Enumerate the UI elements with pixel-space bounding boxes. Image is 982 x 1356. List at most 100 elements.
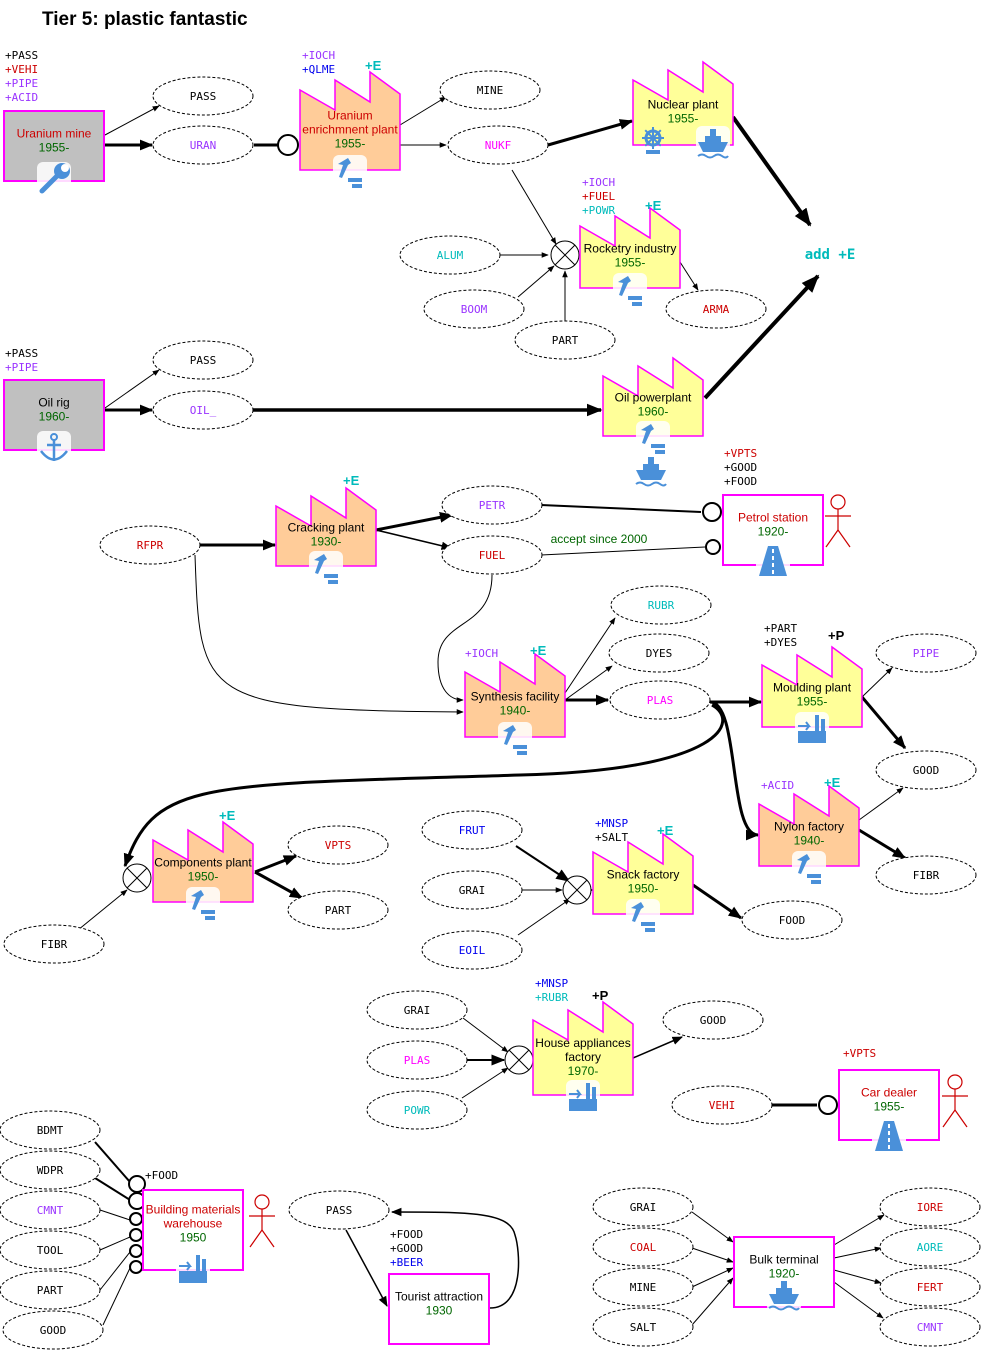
cargo-petr[interactable]: PETR (441, 485, 543, 525)
cargo-ellipse (875, 633, 977, 673)
cargo-eoil[interactable]: EOIL (421, 930, 523, 970)
industry-shape (299, 70, 401, 171)
cargo-grai[interactable]: GRAI (366, 990, 468, 1030)
cargo-iore[interactable]: IORE (879, 1187, 981, 1227)
cargo-fibr[interactable]: FIBR (875, 855, 977, 895)
cargo-plas[interactable]: PLAS (609, 680, 711, 720)
cargo-label: PASS (190, 90, 217, 103)
cargo-coal[interactable]: COAL (592, 1227, 694, 1267)
cargo-fert[interactable]: FERT (879, 1267, 981, 1307)
cargo-pipe[interactable]: PIPE (875, 633, 977, 673)
cargo-fibr[interactable]: FIBR (3, 924, 105, 964)
cargo-alum[interactable]: ALUM (399, 235, 501, 275)
cargo-tool[interactable]: TOOL (0, 1230, 101, 1270)
cargo-grai[interactable]: GRAI (421, 870, 523, 910)
cargo-vpts[interactable]: VPTS (287, 825, 389, 865)
cargo-label: GRAI (630, 1201, 657, 1214)
cargo-good[interactable]: GOOD (2, 1310, 104, 1350)
cargo-powr[interactable]: POWR (366, 1090, 468, 1130)
cargo-good[interactable]: GOOD (662, 1000, 764, 1040)
cargo-ellipse (421, 810, 523, 850)
modifier-label: +SALT (595, 831, 628, 844)
warehouse-accept-connector (129, 1260, 143, 1274)
warehouse-accept-connector (129, 1228, 143, 1242)
cargo-cmnt[interactable]: CMNT (0, 1190, 101, 1230)
cargo-arma[interactable]: ARMA (665, 289, 767, 329)
modifier-label: +VPTS (843, 1047, 876, 1060)
cargo-part[interactable]: PART (0, 1270, 101, 1310)
ship-icon (635, 457, 667, 487)
cargo-ellipse (447, 125, 549, 165)
flow-arrow (540, 504, 702, 513)
cargo-fuel[interactable]: FUEL (441, 535, 543, 575)
cargo-ellipse (152, 125, 254, 165)
cargo-ellipse (610, 585, 712, 625)
cargo-food[interactable]: FOOD (741, 900, 843, 940)
hammer-icon (503, 725, 527, 755)
cargo-label: BOOM (461, 303, 488, 316)
cargo-mine[interactable]: MINE (592, 1267, 694, 1307)
cargo-oil[interactable]: OIL_ (152, 390, 254, 430)
industry-label: Building materials (146, 1203, 241, 1217)
flow-arrow (390, 1207, 520, 1309)
cargo-grai[interactable]: GRAI (592, 1187, 694, 1227)
industry-label: Car dealer (861, 1085, 917, 1099)
cargo-pass[interactable]: PASS (288, 1190, 390, 1230)
cargo-uran[interactable]: URAN (152, 125, 254, 165)
flow-arrow (858, 787, 904, 821)
cargo-nukf[interactable]: NUKF (447, 125, 549, 165)
cargo-plas[interactable]: PLAS (366, 1040, 468, 1080)
flow-arrow (703, 274, 820, 400)
warehouse-accept-connector (129, 1244, 143, 1258)
flow-arrow (94, 1177, 131, 1201)
cargo-mine[interactable]: MINE (439, 70, 541, 110)
cargo-vehi[interactable]: VEHI (671, 1085, 773, 1125)
bonus-label: +E (365, 58, 382, 73)
cargo-pass[interactable]: PASS (152, 340, 254, 380)
cargo-label: EOIL (459, 944, 486, 957)
industry-label: 1940- (500, 703, 531, 717)
cargo-wdpr[interactable]: WDPR (0, 1150, 101, 1190)
cargo-rubr[interactable]: RUBR (610, 585, 712, 625)
flow-arrow (104, 105, 160, 136)
cargo-frut[interactable]: FRUT (421, 810, 523, 850)
cargo-boom[interactable]: BOOM (423, 289, 525, 329)
cargo-cmnt[interactable]: CMNT (879, 1307, 981, 1347)
bonus-label: +E (530, 643, 547, 658)
cargo-aore[interactable]: AORE (879, 1227, 981, 1267)
cargo-dyes[interactable]: DYES (608, 633, 710, 673)
cargo-label: GOOD (40, 1324, 67, 1337)
cargo-ellipse (441, 485, 543, 525)
cargo-ellipse (592, 1307, 694, 1347)
cargo-label: POWR (404, 1104, 431, 1117)
cargo-pass[interactable]: PASS (152, 76, 254, 116)
cargo-salt[interactable]: SALT (592, 1307, 694, 1347)
cargo-part[interactable]: PART (287, 890, 389, 930)
cargo-bdmt[interactable]: BDMT (0, 1110, 101, 1150)
cargo-part[interactable]: PART (514, 320, 616, 360)
cargo-label: FERT (917, 1281, 944, 1294)
cargo-ellipse (671, 1085, 773, 1125)
cargo-rfpr[interactable]: RFPR (99, 525, 201, 565)
cargo-good[interactable]: GOOD (875, 750, 977, 790)
cargo-ellipse (441, 535, 543, 575)
flow-arrow (833, 1214, 885, 1246)
